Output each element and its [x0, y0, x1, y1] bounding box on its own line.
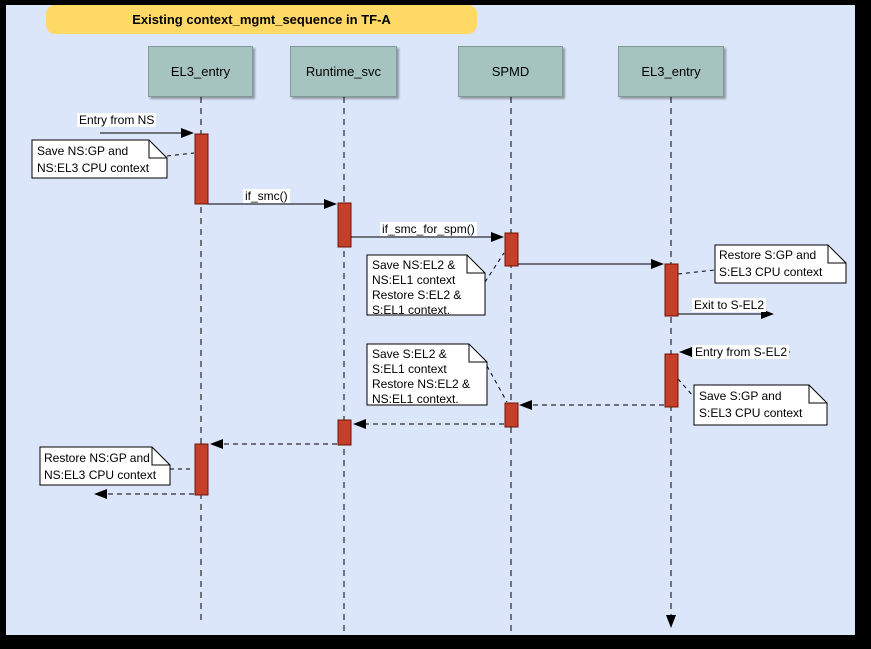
note-restore-ns-gp: Restore NS:GP and NS:EL3 CPU context — [44, 451, 157, 482]
message-label-if-smc: if_smc() — [243, 189, 290, 203]
note-save-ns-gp: Save NS:GP and NS:EL3 CPU context — [37, 144, 150, 175]
actor-label: SPMD — [491, 64, 530, 79]
actor-label: EL3_entry — [641, 64, 701, 79]
actor-spmd: SPMD — [458, 46, 563, 97]
note-save-s-el2: Save S:EL2 & S:EL1 context Restore NS:EL… — [372, 347, 471, 406]
message-label-entry-from-ns: Entry from NS — [77, 113, 157, 127]
actor-label: Runtime_svc — [305, 64, 382, 79]
note-save-s-gp: Save S:GP and S:EL3 CPU context — [699, 389, 803, 420]
note-restore-s-gp: Restore S:GP and S:EL3 CPU context — [719, 248, 823, 279]
message-label-if-smc-for-spm: if_smc_for_spm() — [380, 222, 477, 236]
diagram-title: Existing context_mgmt_sequence in TF-A — [46, 5, 477, 34]
actor-el3-entry-right: EL3_entry — [618, 46, 724, 97]
note-save-ns-el2: Save NS:EL2 & NS:EL1 context Restore S:E… — [372, 258, 462, 317]
diagram-canvas — [6, 5, 855, 635]
actor-label: EL3_entry — [170, 64, 231, 79]
message-label-exit-to-s-el2: Exit to S-EL2 — [692, 298, 767, 312]
message-label-entry-from-s-el2: Entry from S-EL2 — [693, 345, 790, 359]
actor-runtime-svc: Runtime_svc — [290, 46, 397, 97]
actor-el3-entry-left: EL3_entry — [148, 46, 253, 97]
